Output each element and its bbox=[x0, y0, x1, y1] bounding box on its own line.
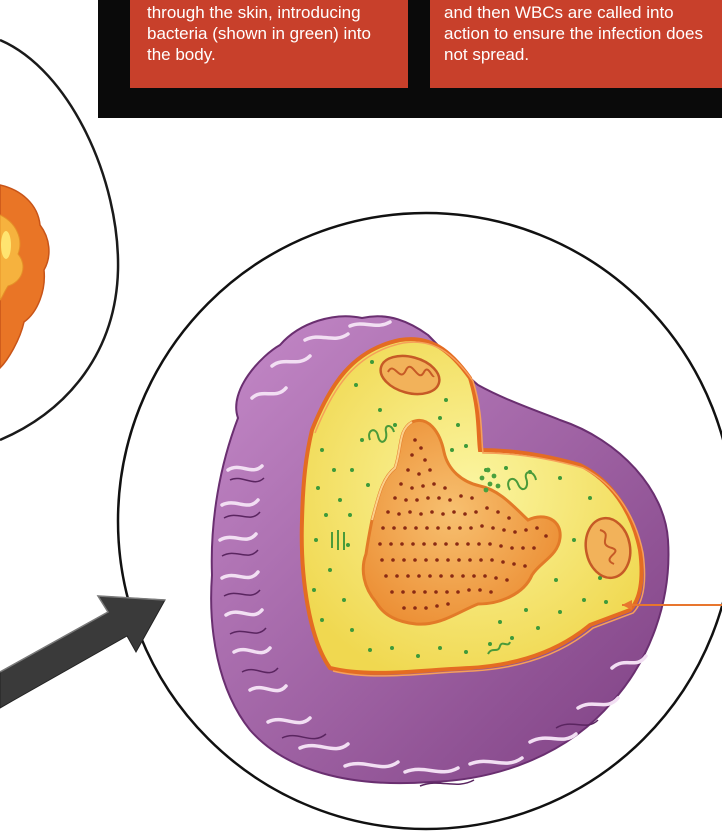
thick-arrow-right-icon bbox=[0, 596, 165, 708]
previous-stage-circle bbox=[0, 40, 118, 440]
